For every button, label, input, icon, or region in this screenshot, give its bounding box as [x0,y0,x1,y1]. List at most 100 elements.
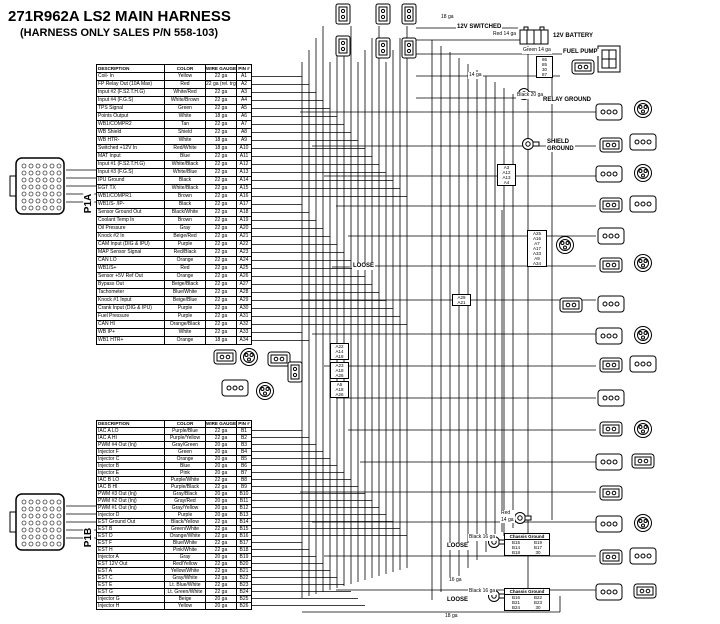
pin-cell: White [164,112,206,121]
pin-cell: Tan [164,120,206,129]
connector-icon [595,103,623,121]
pin-cell: Pink/White [164,546,206,554]
chassis-ground-title: Chassis Ground [505,534,549,540]
pin-cell: CAM Input (DIG & IPU) [96,240,165,249]
pin-cell: Points Output [96,112,165,121]
pin-cell: B13 [236,511,252,519]
pin-cell: Red/White [164,144,206,153]
battery-icon [519,26,549,45]
pin-cell: 22 ga [205,581,237,589]
pin-cell: Purple/Yellow [164,434,206,442]
pin-cell: B3 [236,441,252,449]
p1b-plug-icon [10,494,64,550]
pin-cell: Gray [164,224,206,233]
pin-cell: 20 ga [205,441,237,449]
pin-cell: 22 ga [205,160,237,169]
pin-cell: A3 [236,88,252,97]
connector-icon [629,195,657,213]
pin-cell: B6 [236,462,252,470]
pin-cell: 22 ga [205,104,237,113]
pin-cell: Lt. Green/White [164,588,206,596]
pin-label: A34 [532,261,541,266]
pin-cell: 22 ga [205,168,237,177]
pin-cell: Orange/Black [164,320,206,329]
connector-icon [597,389,625,407]
pin-cell: 22 ga [205,208,237,217]
pin-cell: EST A [96,567,165,575]
pin-cell: White/Black [164,184,206,193]
pin-cell: 20 ga [205,497,237,505]
pin-cell: B1 [236,427,252,435]
pin-cell: A26 [236,272,252,281]
connector-icon [599,485,623,501]
pin-cell: Sensor Ground Out [96,208,165,217]
pin-cell: 22 ga [205,256,237,265]
pin-cell: A11 [236,152,252,161]
pin-cell: A16 [236,192,252,201]
pin-cell: IPU Ground [96,176,165,185]
pin-label: A33 [532,251,541,256]
pin-label: A23 [335,363,344,368]
label-black-20ga: Black 20 ga [516,92,545,99]
pin-cell: Oil Pressure [96,224,165,233]
pin-cell: 20 ga [205,469,237,477]
pin-cell: WB HTR- [96,136,165,145]
pin-label: 30 [541,67,547,72]
pin-cell: Coil- In [96,72,165,81]
connector-icon [401,3,417,25]
column-header: DESCRIPTION [96,64,165,73]
pin-cell: 22 ga [205,288,237,297]
label-black-16ga-2: Black 16 ga [468,588,497,595]
pin-cell: 22 ga [205,476,237,484]
pin-cell: Pink [164,469,206,477]
pin-cell: A24 [236,256,252,265]
pin-label: A5 [336,382,343,387]
pin-cell: Red/Black [164,248,206,257]
pin-label: B16 [511,595,520,600]
pin-cell: Coolant Temp In [96,216,165,225]
pin-cell: 18 ga [205,336,237,345]
pin-cell: Injector A [96,553,165,561]
pin-label: A4 [503,180,510,185]
connector-icon [559,297,583,313]
pin-cell: 22 ga [205,296,237,305]
pin-cell: 22 ga [205,184,237,193]
pin-cell: EST C [96,574,165,582]
pin-cell: B5 [236,455,252,463]
pin-cell: EST E [96,581,165,589]
pin-cell: 22 ga [205,588,237,596]
pin-cell: Knock #1 Input [96,296,165,305]
pin-cell: Yellow [164,72,206,81]
pin-cell: White/Blue [164,168,206,177]
label-loose-b1: LOOSE [446,543,470,550]
pin-cell: Beige [164,595,206,603]
pin-cell: B8 [236,476,252,484]
connector-icon [595,453,623,471]
pin-cell: Blue/White [164,288,206,297]
label-red-14ga-b: Red 14 ga [500,510,515,523]
pin-cell: Knock #2 In [96,232,165,241]
pin-cell: 22 ga [205,532,237,540]
pin-cell: 22 ga [205,539,237,547]
pin-cell: 18 ga [205,112,237,121]
pin-cell: Blue [164,152,206,161]
pin-cell: PWM #4 Out (Inj) [96,441,165,449]
